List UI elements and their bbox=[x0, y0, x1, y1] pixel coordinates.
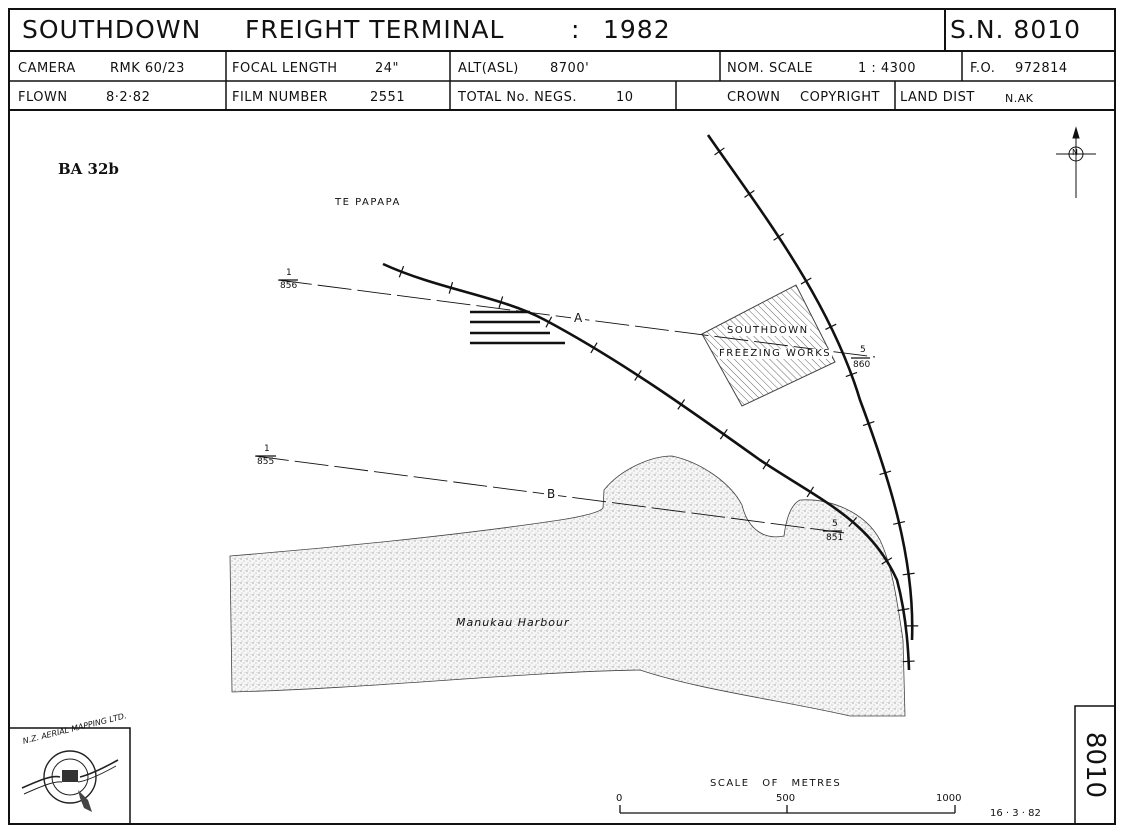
run-a-end-number: 5 bbox=[860, 345, 866, 355]
sheet-number: S.N. 8010 bbox=[950, 15, 1082, 44]
sidings bbox=[470, 310, 565, 345]
railway-tick bbox=[744, 189, 755, 198]
run-a-end-photo: 860 bbox=[853, 360, 871, 370]
logo-box bbox=[9, 727, 131, 824]
harbour-water bbox=[229, 455, 906, 717]
railway-tick bbox=[762, 458, 771, 470]
railway-tick bbox=[448, 281, 454, 294]
nominal-scale-value: 1 : 4300 bbox=[858, 61, 916, 76]
title-main: FREIGHT TERMINAL bbox=[245, 15, 505, 44]
place-label-manukau-harbour: Manukau Harbour bbox=[456, 616, 570, 629]
railway-tick bbox=[893, 520, 906, 525]
total-negs-label: TOTAL No. NEGS. bbox=[458, 90, 577, 105]
land-district-label: LAND DIST bbox=[900, 90, 975, 105]
altitude-value: 8700' bbox=[550, 61, 590, 76]
run-a-start-number: 1 bbox=[286, 268, 292, 278]
railway-tick bbox=[879, 470, 892, 476]
railway-tick bbox=[634, 370, 642, 381]
railway-line-east bbox=[706, 134, 914, 641]
scale-tick-500: 500 bbox=[776, 793, 796, 804]
flown-label: FLOWN bbox=[18, 90, 68, 105]
railway-tick bbox=[848, 516, 858, 527]
issue-date: 16 · 3 · 82 bbox=[990, 808, 1041, 819]
map-reference: BA 32b bbox=[58, 160, 119, 178]
railway-tick bbox=[897, 608, 910, 612]
railway-tick bbox=[806, 486, 815, 498]
film-number-value: 2551 bbox=[370, 90, 406, 105]
railway-tick bbox=[398, 265, 405, 278]
total-negs-value: 10 bbox=[616, 90, 634, 105]
nominal-scale-label: NOM. SCALE bbox=[727, 61, 814, 76]
railway-tick bbox=[590, 342, 598, 354]
railway-tick bbox=[902, 572, 915, 576]
altitude-label: ALT(ASL) bbox=[458, 61, 519, 76]
side-number-box bbox=[1074, 705, 1115, 824]
railway-tick bbox=[773, 233, 784, 241]
scale-tick-0: 0 bbox=[616, 793, 623, 804]
flight-run-a-label: A bbox=[571, 312, 586, 324]
railway-tick bbox=[677, 399, 686, 410]
railway-tick bbox=[719, 428, 728, 440]
freezing-works-label-line1: SOUTHDOWN bbox=[726, 325, 810, 336]
north-arrow bbox=[1056, 126, 1096, 198]
outer-frame bbox=[8, 8, 1116, 825]
side-sheet-number: 8010 bbox=[1080, 731, 1110, 799]
run-b-end-photo: 851 bbox=[826, 533, 844, 543]
freezing-works-area bbox=[701, 284, 836, 407]
scale-bar-graphic bbox=[619, 805, 956, 814]
run-a-start-photo: 856 bbox=[280, 281, 298, 291]
camera-label: CAMERA bbox=[18, 61, 76, 76]
title-year: 1982 bbox=[603, 15, 671, 44]
railway-tick bbox=[902, 660, 915, 663]
railway-line-west bbox=[382, 262, 911, 671]
scale-bar-title: SCALE OF METRES bbox=[710, 778, 842, 789]
scale-tick-1000: 1000 bbox=[936, 793, 962, 804]
crown-label: CROWN bbox=[727, 90, 781, 105]
fo-value: 972814 bbox=[1015, 61, 1068, 76]
railway-tick bbox=[881, 557, 893, 565]
railway-tick bbox=[800, 277, 812, 285]
film-number-label: FILM NUMBER bbox=[232, 90, 329, 105]
focal-length-label: FOCAL LENGTH bbox=[232, 61, 338, 76]
railway-tick bbox=[498, 296, 504, 309]
freezing-works-label-line2: FREEZING WORKS bbox=[718, 348, 833, 359]
camera-value: RMK 60/23 bbox=[110, 61, 185, 76]
flight-run-b-label: B bbox=[544, 488, 559, 500]
flown-value: 8·2·82 bbox=[106, 90, 151, 105]
title-separator: : bbox=[571, 15, 581, 44]
run-b-start-photo: 855 bbox=[257, 457, 275, 467]
railway-tick bbox=[714, 147, 725, 156]
railway-tick bbox=[825, 323, 837, 330]
north-label: N bbox=[1072, 148, 1078, 157]
run-b-start-number: 1 bbox=[264, 444, 270, 454]
run-b-end-number: 5 bbox=[832, 519, 838, 529]
fo-label: F.O. bbox=[970, 61, 996, 76]
focal-length-value: 24" bbox=[375, 61, 400, 76]
title-place: SOUTHDOWN bbox=[22, 15, 202, 44]
railway-tick bbox=[845, 371, 858, 378]
copyright-label: COPYRIGHT bbox=[800, 90, 880, 105]
land-district-value: N.AK bbox=[1005, 92, 1034, 105]
railway-tick bbox=[862, 420, 875, 427]
railway-ticks bbox=[398, 147, 919, 663]
place-label-te-papapa: TE PAPAPA bbox=[335, 197, 401, 208]
railway-tick bbox=[545, 316, 553, 328]
company-logo-emblem bbox=[21, 750, 119, 812]
